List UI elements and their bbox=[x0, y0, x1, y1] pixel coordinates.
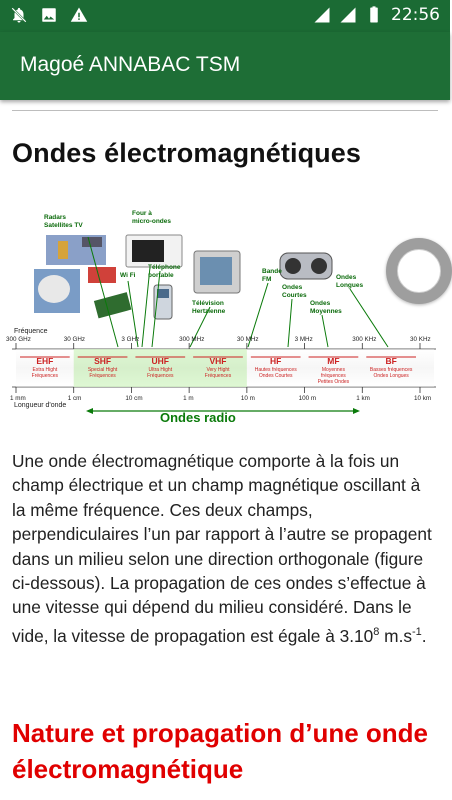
wavelength-tick-label: 1 cm bbox=[68, 395, 82, 402]
label-four: Four à bbox=[132, 210, 152, 217]
app-bar: Magoé ANNABAC TSM bbox=[0, 32, 450, 100]
wavelength-tick-label: 10 km bbox=[414, 395, 431, 402]
band-description: Petites Ondes bbox=[318, 379, 350, 385]
notifications-off-icon bbox=[11, 7, 27, 23]
label-ol2: Longues bbox=[336, 282, 363, 289]
label-fm1: Bande bbox=[262, 268, 282, 275]
subheading: Nature et propagation d’une onde électro… bbox=[12, 718, 429, 784]
label-wifi: Wi Fi bbox=[120, 272, 136, 279]
band-description: Ondes Longues bbox=[373, 373, 409, 379]
wavelength-tick-label: 1 mm bbox=[10, 395, 26, 402]
frequency-axis: 300 GHz 30 GHz 3 GHz 300 MHz 30 MHz 3 MHz 300 … bbox=[6, 336, 431, 349]
band-code: UHF bbox=[152, 356, 169, 366]
warning-icon bbox=[70, 7, 88, 22]
band-code: MF bbox=[327, 356, 339, 366]
freq-tick-label: 30 KHz bbox=[410, 336, 431, 343]
radio-label: Ondes radio bbox=[160, 410, 236, 425]
label-tv1: Télévision bbox=[192, 300, 224, 307]
wavelength-title: Longueur d'onde bbox=[14, 402, 66, 409]
label-radars: Radars bbox=[44, 214, 66, 221]
status-time: 22:56 bbox=[391, 5, 440, 25]
exponent-8: 8 bbox=[373, 625, 380, 638]
label-micro: micro-ondes bbox=[132, 218, 171, 225]
freq-tick-label: 300 GHz bbox=[6, 336, 31, 343]
phone-image bbox=[153, 284, 173, 320]
band-description: Moyennes bbox=[322, 367, 346, 373]
section-title: Ondes électromagnétiques bbox=[12, 138, 361, 168]
label-tel1: Téléphone bbox=[148, 264, 181, 271]
paragraph-text: Une onde électromagnétique comporte à la… bbox=[12, 451, 432, 646]
label-tel2: portable bbox=[148, 272, 174, 279]
intro-paragraph: Une onde électromagnétique comporte à la… bbox=[12, 449, 438, 648]
wavelength-tick-label: 1 m bbox=[183, 395, 194, 402]
wavelength-tick-label: 100 m bbox=[299, 395, 317, 402]
label-oc1: Ondes bbox=[282, 284, 303, 291]
freq-tick-label: 30 MHz bbox=[237, 336, 259, 343]
battery-icon bbox=[370, 6, 378, 23]
freq-tick-label: 3 MHz bbox=[295, 336, 313, 343]
wavelength-tick-label: 10 cm bbox=[125, 395, 142, 402]
band-code: SHF bbox=[94, 356, 111, 366]
band-description: Ultra Hight bbox=[148, 367, 172, 373]
spectrum-figure: Radars Satellites TV Four à micro-ondes … bbox=[6, 210, 436, 425]
tv-image bbox=[193, 250, 241, 294]
microwave-image bbox=[125, 234, 183, 268]
band-description: Fréquences bbox=[89, 373, 116, 379]
band-description: Fréquences bbox=[32, 373, 59, 379]
label-tv2: Hertzienne bbox=[192, 308, 226, 315]
freq-tick-label: 3 GHz bbox=[121, 336, 139, 343]
image-icon bbox=[42, 8, 56, 22]
wavelength-axis: 1 mm 1 cm 10 cm 1 m 10 m 100 m 1 km 10 km bbox=[10, 387, 431, 402]
label-om1: Ondes bbox=[310, 300, 331, 307]
satellite-image bbox=[46, 235, 106, 265]
label-om2: Moyennes bbox=[310, 308, 342, 315]
band-description: Very Hight bbox=[206, 367, 230, 373]
pointer-arrows bbox=[87, 236, 389, 348]
label-sat-tv: Satellites TV bbox=[44, 222, 83, 229]
band-description: fréquences bbox=[321, 373, 346, 379]
freq-tick-label: 300 MHz bbox=[179, 336, 204, 343]
radar-dish-image bbox=[34, 269, 80, 313]
band-description: Extra Hight bbox=[32, 367, 57, 373]
fab-circle-icon bbox=[397, 249, 441, 293]
app-title: Magoé ANNABAC TSM bbox=[20, 53, 241, 76]
label-fm2: FM bbox=[262, 276, 271, 283]
band-code: HF bbox=[270, 356, 281, 366]
band-code: VHF bbox=[210, 356, 227, 366]
freq-title: Fréquence bbox=[14, 328, 48, 335]
wavelength-tick-label: 1 km bbox=[356, 395, 370, 402]
radio-image bbox=[279, 252, 333, 280]
band-description: Special Hight bbox=[88, 367, 118, 373]
signal-icon bbox=[314, 7, 330, 23]
status-bar: 22:56 bbox=[0, 0, 450, 32]
wavelength-tick-label: 10 m bbox=[241, 395, 255, 402]
band-code: BF bbox=[385, 356, 396, 366]
band-description: Hautes fréquences bbox=[255, 367, 297, 373]
freq-tick-label: 30 GHz bbox=[64, 336, 85, 343]
freq-tick-label: 300 KHz bbox=[352, 336, 376, 343]
label-ol1: Ondes bbox=[336, 274, 357, 281]
radio-range: Ondes radio bbox=[86, 408, 360, 425]
band-description: Ondes Courtes bbox=[259, 373, 293, 379]
divider bbox=[12, 110, 438, 111]
paragraph-end: . bbox=[421, 625, 427, 646]
band-description: Fréquences bbox=[147, 373, 174, 379]
unit-text: m.s bbox=[379, 625, 413, 646]
band-code: EHF bbox=[36, 356, 53, 366]
wifi-router-image bbox=[88, 267, 132, 319]
label-oc2: Courtes bbox=[282, 292, 307, 299]
exponent-minus1: -1 bbox=[412, 625, 422, 638]
band-description: Fréquences bbox=[205, 373, 232, 379]
signal-icon bbox=[340, 7, 356, 23]
band-description: Basses fréquences bbox=[370, 367, 413, 373]
floating-action-button[interactable] bbox=[386, 238, 452, 304]
